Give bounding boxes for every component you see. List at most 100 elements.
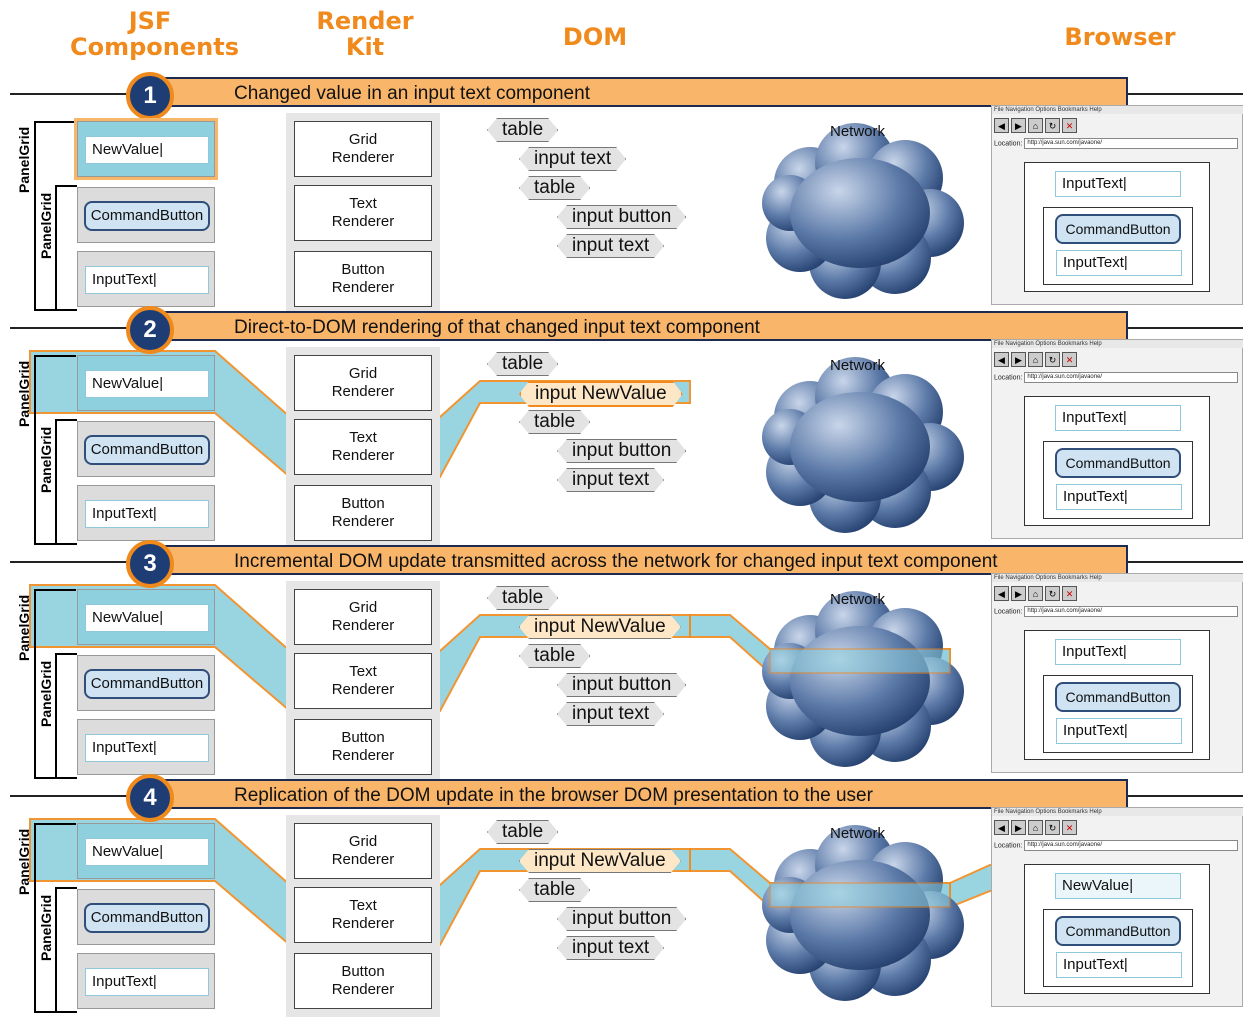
inputtext-component: InputText| bbox=[77, 251, 215, 307]
browser-input-field[interactable]: InputText| bbox=[1056, 250, 1182, 276]
stop-icon[interactable]: ✕ bbox=[1062, 352, 1077, 367]
location-input[interactable]: http://java.sun.com/javaone/ bbox=[1024, 840, 1239, 851]
browser-input-field[interactable]: InputText| bbox=[1056, 484, 1182, 510]
location-input[interactable]: http://java.sun.com/javaone/ bbox=[1024, 606, 1239, 617]
location-input[interactable]: http://java.sun.com/javaone/ bbox=[1024, 138, 1239, 149]
home-icon[interactable]: ⌂ bbox=[1028, 352, 1043, 367]
step-panel: Changed value in an input text component… bbox=[0, 72, 1243, 315]
step-caption-banner: Direct-to-DOM rendering of that changed … bbox=[152, 311, 1128, 341]
reload-icon[interactable]: ↻ bbox=[1045, 352, 1060, 367]
text-renderer-line1: Text bbox=[349, 195, 377, 212]
newvalue-text: NewValue bbox=[92, 843, 160, 860]
commandbutton-button[interactable]: CommandButton bbox=[84, 669, 210, 699]
back-icon[interactable]: ◀ bbox=[994, 352, 1009, 367]
button-renderer-line1: Button bbox=[341, 495, 385, 512]
back-icon[interactable]: ◀ bbox=[994, 820, 1009, 835]
newvalue-component: NewValue| bbox=[77, 823, 215, 879]
header-jsf-line1: JSF bbox=[128, 7, 172, 35]
step-panel: Replication of the DOM update in the bro… bbox=[0, 774, 1243, 1017]
button-renderer-line2: Renderer bbox=[331, 981, 395, 998]
location-label: Location: bbox=[994, 608, 1023, 616]
inputtext-field[interactable]: InputText| bbox=[85, 734, 209, 762]
browser-inner-grid: CommandButton InputText| bbox=[1043, 909, 1193, 987]
location-input[interactable]: http://java.sun.com/javaone/ bbox=[1024, 372, 1239, 383]
render-kit-column: Grid Renderer Text Renderer Button Rende… bbox=[286, 113, 440, 315]
home-icon[interactable]: ⌂ bbox=[1028, 820, 1043, 835]
reload-icon[interactable]: ↻ bbox=[1045, 586, 1060, 601]
browser-command-button[interactable]: CommandButton bbox=[1055, 916, 1181, 946]
header-render-kit: Render Kit bbox=[300, 8, 430, 60]
dom-node-table: table bbox=[487, 352, 558, 376]
browser-command-button[interactable]: CommandButton bbox=[1055, 682, 1181, 712]
browser-location-bar: Location: http://java.sun.com/javaone/ bbox=[994, 372, 1239, 383]
browser-command-button[interactable]: CommandButton bbox=[1055, 214, 1181, 244]
newvalue-component: NewValue| bbox=[77, 355, 215, 411]
forward-icon[interactable]: ▶ bbox=[1011, 352, 1026, 367]
browser-top-field[interactable]: NewValue| bbox=[1055, 873, 1181, 899]
browser-input-text: InputText bbox=[1063, 254, 1124, 271]
browser-input-text: InputText bbox=[1063, 956, 1124, 973]
back-icon[interactable]: ◀ bbox=[994, 586, 1009, 601]
forward-icon[interactable]: ▶ bbox=[1011, 118, 1026, 133]
dom-node-table: table bbox=[487, 118, 558, 142]
inputtext-field[interactable]: InputText| bbox=[85, 968, 209, 996]
browser-input-field[interactable]: InputText| bbox=[1056, 718, 1182, 744]
inner-panelgrid-label: PanelGrid bbox=[38, 426, 54, 493]
newvalue-text: NewValue bbox=[92, 141, 160, 158]
dom-node-input-button: input button bbox=[557, 907, 686, 931]
browser-inner-grid: CommandButton InputText| bbox=[1043, 441, 1193, 519]
browser-top-field[interactable]: InputText| bbox=[1055, 639, 1181, 665]
grid-renderer-line2: Renderer bbox=[331, 149, 395, 166]
back-icon[interactable]: ◀ bbox=[994, 118, 1009, 133]
text-renderer: Text Renderer bbox=[294, 887, 432, 943]
inputtext-component: InputText| bbox=[77, 953, 215, 1009]
forward-icon[interactable]: ▶ bbox=[1011, 820, 1026, 835]
browser-top-field[interactable]: InputText| bbox=[1055, 405, 1181, 431]
text-renderer-line2: Renderer bbox=[331, 681, 395, 698]
newvalue-field[interactable]: NewValue| bbox=[85, 136, 209, 164]
home-icon[interactable]: ⌂ bbox=[1028, 586, 1043, 601]
inputtext-text: InputText bbox=[92, 973, 153, 990]
browser-top-field-text: NewValue bbox=[1062, 877, 1130, 894]
browser-inner-grid: CommandButton InputText| bbox=[1043, 675, 1193, 753]
network-transit-band bbox=[769, 882, 951, 908]
stop-icon[interactable]: ✕ bbox=[1062, 820, 1077, 835]
location-label: Location: bbox=[994, 374, 1023, 382]
browser-input-field[interactable]: InputText| bbox=[1056, 952, 1182, 978]
dom-node-table: table bbox=[487, 586, 558, 610]
browser-command-button[interactable]: CommandButton bbox=[1055, 448, 1181, 478]
inputtext-text: InputText bbox=[92, 505, 153, 522]
dom-node-input-text: input text bbox=[557, 702, 664, 726]
forward-icon[interactable]: ▶ bbox=[1011, 586, 1026, 601]
reload-icon[interactable]: ↻ bbox=[1045, 820, 1060, 835]
commandbutton-button[interactable]: CommandButton bbox=[84, 435, 210, 465]
browser-menubar: File Navigation Options Bookmarks Help bbox=[992, 808, 1243, 816]
header-render-line2: Kit bbox=[345, 33, 385, 61]
browser-top-field-text: InputText bbox=[1062, 409, 1123, 426]
inputtext-field[interactable]: InputText| bbox=[85, 500, 209, 528]
dom-node-table-inner: table bbox=[519, 644, 590, 668]
newvalue-field[interactable]: NewValue| bbox=[85, 838, 209, 866]
newvalue-field[interactable]: NewValue| bbox=[85, 370, 209, 398]
browser-top-field[interactable]: InputText| bbox=[1055, 171, 1181, 197]
commandbutton-button[interactable]: CommandButton bbox=[84, 201, 210, 231]
text-renderer-line2: Renderer bbox=[331, 447, 395, 464]
browser-location-bar: Location: http://java.sun.com/javaone/ bbox=[994, 840, 1239, 851]
dom-node-input-text: input text bbox=[557, 936, 664, 960]
button-renderer-line2: Renderer bbox=[331, 513, 395, 530]
inputtext-component: InputText| bbox=[77, 485, 215, 541]
inputtext-field[interactable]: InputText| bbox=[85, 266, 209, 294]
stop-icon[interactable]: ✕ bbox=[1062, 586, 1077, 601]
reload-icon[interactable]: ↻ bbox=[1045, 118, 1060, 133]
newvalue-field[interactable]: NewValue| bbox=[85, 604, 209, 632]
commandbutton-button[interactable]: CommandButton bbox=[84, 903, 210, 933]
text-renderer: Text Renderer bbox=[294, 185, 432, 241]
inputtext-text: InputText bbox=[92, 739, 153, 756]
newvalue-component: NewValue| bbox=[77, 589, 215, 645]
browser-inner-grid: CommandButton InputText| bbox=[1043, 207, 1193, 285]
stop-icon[interactable]: ✕ bbox=[1062, 118, 1077, 133]
inputtext-text: InputText bbox=[92, 271, 153, 288]
commandbutton-component: CommandButton bbox=[77, 889, 215, 945]
home-icon[interactable]: ⌂ bbox=[1028, 118, 1043, 133]
flow-overlay bbox=[762, 123, 964, 299]
